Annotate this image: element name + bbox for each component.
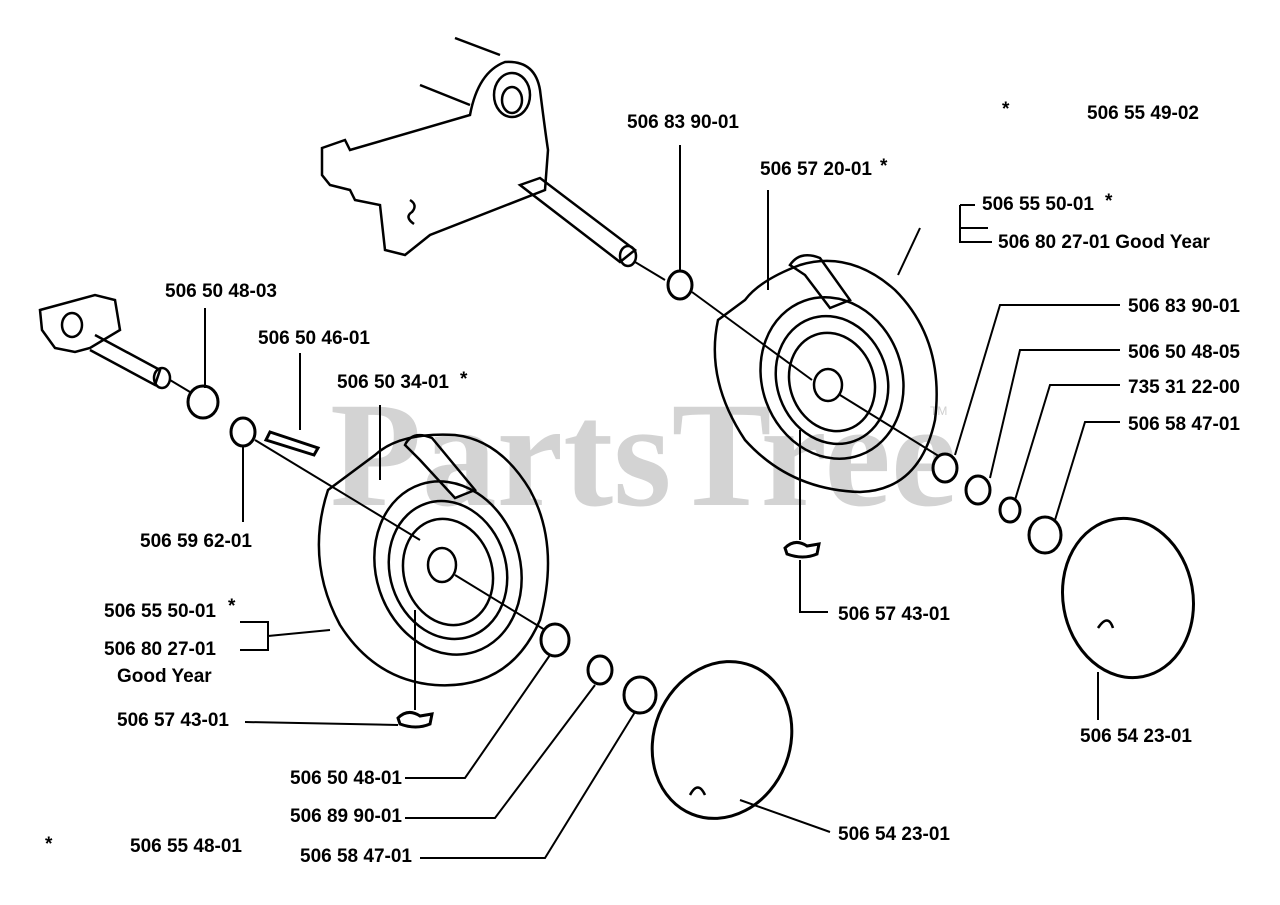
label-cap-left: 506 54 23-01	[838, 824, 950, 845]
left-spacer	[586, 654, 614, 686]
label-bearing-right: 735 31 22-00	[1128, 377, 1240, 398]
left-washer-top	[186, 384, 220, 420]
left-ring	[622, 675, 658, 715]
left-key	[263, 430, 321, 457]
label-washer-right: 506 50 48-05	[1128, 342, 1240, 363]
label-tire-left: 506 55 50-01	[104, 601, 216, 622]
label-valve-left: 506 57 43-01	[117, 710, 229, 731]
axle-bracket	[320, 36, 666, 281]
right-valve	[783, 541, 821, 559]
label-tire-right: 506 55 50-01	[982, 194, 1094, 215]
right-washer	[964, 474, 992, 506]
watermark-tm: TM	[930, 404, 947, 418]
left-axle	[38, 293, 191, 393]
right-ring	[1027, 515, 1063, 555]
star-tire-left: *	[228, 596, 236, 617]
right-bearing	[998, 496, 1022, 524]
label-part-bottom-left: 506 55 48-01	[130, 836, 242, 857]
label-key: 506 50 46-01	[258, 328, 370, 349]
label-spacer-top: 506 83 90-01	[627, 112, 739, 133]
label-wheel-right: 506 57 20-01	[760, 159, 872, 180]
label-spacer-left: 506 89 90-01	[290, 806, 402, 827]
label-washer-left-top: 506 50 48-03	[165, 281, 277, 302]
label-valve-right: 506 57 43-01	[838, 604, 950, 625]
star-wheel-right: *	[880, 156, 888, 177]
label-ring-right: 506 58 47-01	[1128, 414, 1240, 435]
star-bottom: *	[45, 834, 53, 855]
watermark-text: PartsTree	[330, 372, 957, 538]
left-bushing	[229, 416, 257, 448]
star-tire-right: *	[1105, 191, 1113, 212]
label-wheel-left: 506 50 34-01	[337, 372, 449, 393]
top-spacer	[666, 269, 694, 301]
label-washer-left: 506 50 48-01	[290, 768, 402, 789]
left-wheel	[317, 433, 550, 687]
star-top: *	[1002, 99, 1010, 120]
label-tire-right-alt: 506 80 27-01 Good Year	[998, 232, 1211, 253]
left-cap	[650, 660, 794, 820]
label-tire-left-brand: Good Year	[117, 666, 212, 687]
label-tire-left-alt: 506 80 27-01	[104, 639, 216, 660]
label-cap-right: 506 54 23-01	[1080, 726, 1192, 747]
label-spacer-right: 506 83 90-01	[1128, 296, 1240, 317]
right-cap	[1060, 516, 1196, 680]
left-valve	[396, 711, 434, 729]
label-ring-left: 506 58 47-01	[300, 846, 412, 867]
left-washer	[539, 622, 571, 658]
right-spacer	[931, 452, 959, 484]
label-part-top-right: 506 55 49-02	[1087, 103, 1199, 124]
right-wheel	[713, 190, 946, 494]
star-wheel-left: *	[460, 369, 468, 390]
label-bushing: 506 59 62-01	[140, 531, 252, 552]
